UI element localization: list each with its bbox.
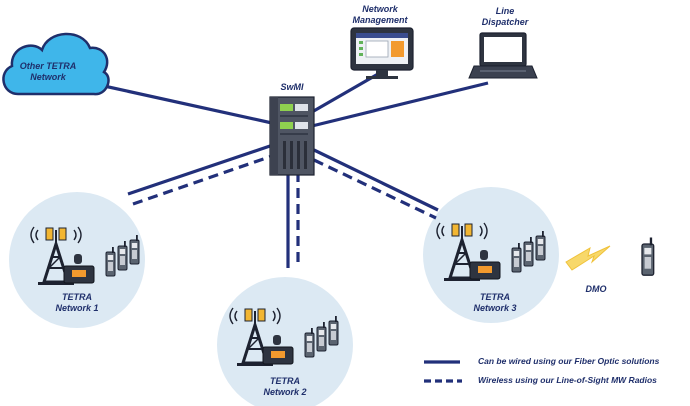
dmo-radio-icon (641, 236, 655, 276)
network-management-monitor-icon (350, 27, 414, 79)
dmo-label: DMO (585, 284, 607, 294)
wired-links (94, 72, 489, 268)
legend-wireless-text: Wireless using our Line-of-Sight MW Radi… (478, 375, 657, 385)
wireless-links (132, 154, 437, 268)
cloud-icon (2, 32, 110, 96)
swmi-server-icon (269, 96, 315, 176)
line-dispatcher-laptop-icon (468, 32, 538, 79)
swmi-label: SwMI (280, 82, 304, 92)
network3-circle (423, 187, 559, 323)
legend-wired-text: Can be wired using our Fiber Optic solut… (478, 356, 660, 366)
dmo-lightning-icon (565, 245, 611, 271)
